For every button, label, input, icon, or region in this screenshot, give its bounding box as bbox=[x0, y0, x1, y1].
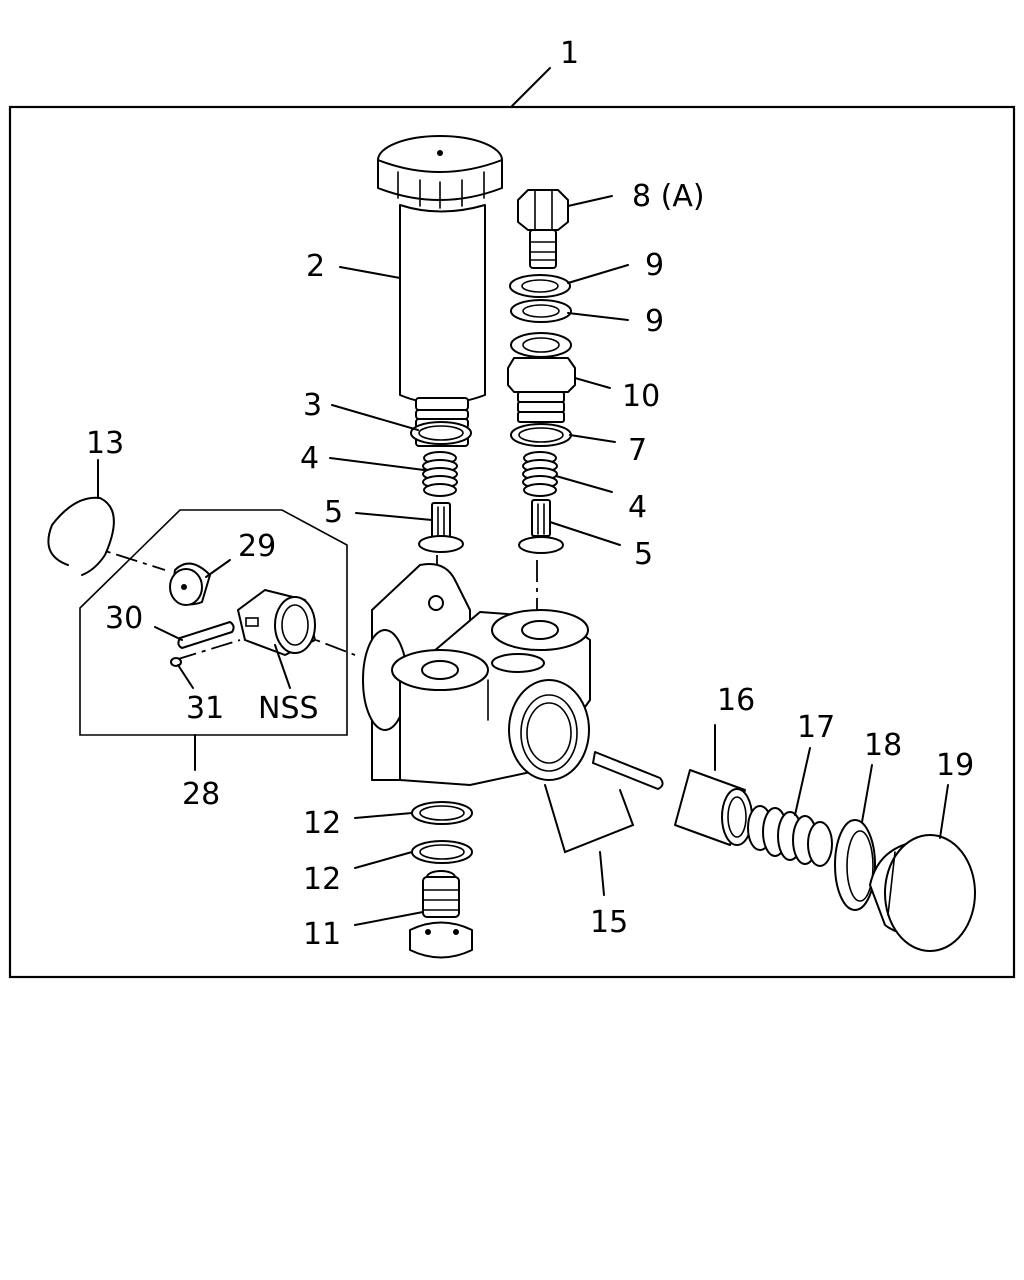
subassembly-28-outline bbox=[79, 509, 348, 736]
label-4-left: 4 bbox=[300, 441, 319, 476]
part-16-sleeve bbox=[674, 769, 753, 846]
label-13: 13 bbox=[86, 426, 124, 461]
part-7-gasket bbox=[510, 423, 572, 447]
label-3: 3 bbox=[303, 388, 322, 423]
label-8: 8 (A) bbox=[632, 179, 705, 214]
label-15: 15 bbox=[590, 905, 628, 940]
label-12-upper: 12 bbox=[303, 806, 341, 841]
label-31: 31 bbox=[186, 691, 224, 726]
label-2: 2 bbox=[306, 249, 325, 284]
part-30-pin bbox=[177, 621, 235, 649]
label-17: 17 bbox=[797, 710, 835, 745]
pump-body bbox=[362, 563, 591, 786]
part-11-bolt bbox=[409, 870, 473, 959]
part-3-gasket bbox=[410, 421, 472, 445]
part-5-valve-right bbox=[518, 499, 564, 554]
part-9-washer-upper bbox=[509, 274, 571, 298]
part-12-washer-lower bbox=[411, 840, 473, 864]
label-10: 10 bbox=[622, 379, 660, 414]
label-4-right: 4 bbox=[628, 490, 647, 525]
label-16: 16 bbox=[717, 683, 755, 718]
label-5-left: 5 bbox=[324, 495, 343, 530]
label-11: 11 bbox=[303, 917, 341, 952]
part-nss-tappet bbox=[237, 589, 316, 656]
label-12-lower: 12 bbox=[303, 862, 341, 897]
label-9-lower: 9 bbox=[645, 304, 664, 339]
part-9-washer-lower bbox=[510, 299, 572, 323]
part-12-washer-upper bbox=[411, 801, 473, 825]
part-17-spring bbox=[747, 805, 833, 867]
label-29: 29 bbox=[238, 529, 276, 564]
callout-labels: 1 2 3 4 5 8 (A) 9 9 10 7 4 5 13 29 30 31… bbox=[86, 36, 974, 952]
label-18: 18 bbox=[864, 728, 902, 763]
label-30: 30 bbox=[105, 601, 143, 636]
label-nss: NSS bbox=[258, 691, 319, 726]
label-5-right: 5 bbox=[634, 537, 653, 572]
assembly-frame bbox=[8, 105, 1016, 979]
label-9-upper: 9 bbox=[645, 248, 664, 283]
part-8-bolt bbox=[517, 189, 569, 269]
part-4-spring-left bbox=[422, 451, 458, 497]
label-28: 28 bbox=[182, 777, 220, 812]
part-15-pin bbox=[592, 751, 664, 790]
part-19-plug bbox=[869, 834, 976, 952]
part-13-snap-ring bbox=[47, 496, 115, 576]
part-10-fitting bbox=[507, 332, 576, 423]
part-4-spring-right bbox=[522, 451, 558, 497]
label-19: 19 bbox=[936, 748, 974, 783]
leader-lines bbox=[97, 67, 949, 926]
part-2-priming-pump bbox=[377, 135, 503, 447]
label-1: 1 bbox=[560, 36, 579, 71]
part-29-roller bbox=[169, 562, 211, 606]
part-5-valve-left bbox=[418, 502, 464, 553]
part-18-gasket bbox=[834, 819, 876, 911]
part-31-small-pin bbox=[170, 657, 182, 667]
label-7: 7 bbox=[628, 433, 647, 468]
